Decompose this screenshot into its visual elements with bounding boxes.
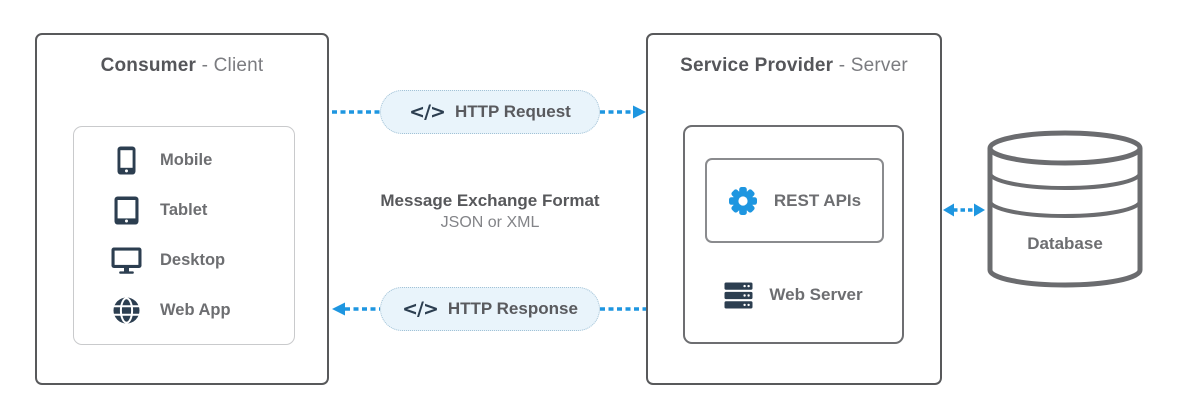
consumer-client-box: Consumer - Client Mobile bbox=[35, 33, 329, 385]
web-server-label: Web Server bbox=[769, 285, 863, 304]
server-icon bbox=[724, 282, 753, 309]
server-database-arrow bbox=[943, 203, 985, 217]
device-label: Tablet bbox=[160, 201, 208, 219]
server-inner-panel: REST APIs bbox=[683, 125, 904, 344]
web-server-row: Web Server bbox=[685, 272, 902, 318]
http-request-label: HTTP Request bbox=[454, 102, 571, 121]
database-icon bbox=[987, 130, 1143, 288]
provider-box-title: Service Provider - Server bbox=[648, 55, 940, 77]
rest-apis-box: REST APIs bbox=[705, 158, 884, 243]
globe-icon bbox=[110, 297, 142, 324]
list-item-tablet: Tablet bbox=[110, 196, 294, 225]
http-response-pill: </> HTTP Response bbox=[380, 287, 600, 331]
tablet-icon bbox=[110, 196, 142, 225]
consumer-title-light: - Client bbox=[196, 55, 264, 76]
device-label: Mobile bbox=[160, 151, 213, 169]
desktop-icon bbox=[110, 247, 142, 274]
gear-icon bbox=[728, 186, 758, 216]
mobile-icon bbox=[110, 146, 142, 175]
exchange-note-title: Message Exchange Format bbox=[380, 191, 600, 210]
list-item-desktop: Desktop bbox=[110, 246, 294, 275]
device-label: Desktop bbox=[160, 251, 226, 269]
consumer-devices-panel: Mobile Tablet bbox=[73, 126, 295, 345]
http-response-arrow-head bbox=[332, 302, 380, 316]
device-label: Web App bbox=[160, 301, 231, 319]
provider-title-light: - Server bbox=[833, 55, 908, 76]
list-item-web-app: Web App bbox=[110, 296, 294, 325]
http-request-pill: </> HTTP Request bbox=[380, 90, 600, 134]
http-request-arrow-tail bbox=[332, 110, 380, 114]
provider-title-strong: Service Provider bbox=[680, 55, 834, 76]
http-request-arrow-head bbox=[600, 105, 646, 119]
http-response-label: HTTP Response bbox=[447, 299, 578, 318]
list-item-mobile: Mobile bbox=[110, 146, 294, 175]
service-provider-box: Service Provider - Server bbox=[646, 33, 942, 385]
database-label: Database bbox=[1027, 234, 1103, 253]
rest-apis-label: REST APIs bbox=[773, 190, 862, 210]
exchange-note-sub: JSON or XML bbox=[440, 214, 540, 231]
message-exchange-note: Message Exchange Format JSON or XML bbox=[345, 191, 635, 232]
code-icon: </> bbox=[409, 101, 446, 123]
consumer-title-strong: Consumer bbox=[100, 55, 197, 76]
http-response-arrow-tail bbox=[600, 307, 646, 311]
consumer-box-title: Consumer - Client bbox=[37, 55, 327, 77]
code-icon: </> bbox=[402, 298, 439, 320]
